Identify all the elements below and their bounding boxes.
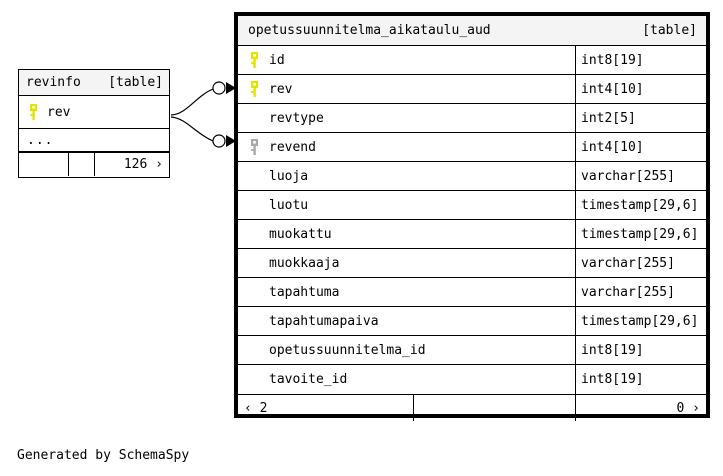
column-cell-name: rev [238,75,575,103]
relationship-endpoint-circle-revend [212,134,226,148]
footer-child-count-revinfo[interactable]: 126 › [94,153,169,176]
column-name-label: revend [269,139,316,155]
key-icon [244,81,264,97]
column-cell-name: tapahtumapaiva [238,307,575,335]
column-cell-type: varchar[255] [575,162,706,190]
more-columns-cell: ... [19,129,169,151]
column-name-label: muokkaaja [269,255,340,271]
footer-child-count-main[interactable]: 0 › [575,395,706,421]
table-footer-main: ‹ 2 0 › [238,394,706,421]
table-row[interactable]: luoja varchar[255] [238,162,706,191]
column-cell-name: revend [238,133,575,161]
column-cell-name: opetussuunnitelma_id [238,336,575,364]
column-cell-type: int4[10] [575,75,706,103]
column-name-label: tavoite_id [269,372,348,387]
column-cell-type: int4[10] [575,133,706,161]
table-name-revinfo: revinfo [26,75,81,90]
key-icon-gray [244,139,264,155]
relationship-line-rev [170,88,214,116]
column-cell-name: luotu [238,191,575,219]
table-row[interactable]: rev [19,96,169,129]
table-tag-main: [table] [642,23,697,38]
table-row[interactable]: id int8[19] [238,46,706,75]
column-cell-type: timestamp[29,6] [575,220,706,248]
table-tag-revinfo: [table] [108,75,163,90]
column-name-label: tapahtuma [269,284,340,300]
table-name-main: opetussuunnitelma_aikataulu_aud [248,23,491,38]
column-cell-name: muokattu [238,220,575,248]
column-name-label: luoja [269,168,309,184]
column-cell-name: rev [19,96,169,128]
column-cell-name: muokkaaja [238,249,575,277]
table-row[interactable]: tapahtumapaiva timestamp[29,6] [238,307,706,336]
key-icon [244,52,264,68]
table-row[interactable]: tapahtuma varchar[255] [238,278,706,307]
column-name-label: revtype [269,110,324,126]
footer-parent-count-main[interactable]: ‹ 2 [244,400,268,416]
table-header-main: opetussuunnitelma_aikataulu_aud [table] [238,16,706,46]
column-cell-name: tavoite_id [238,365,575,394]
table-row[interactable]: muokattu timestamp[29,6] [238,220,706,249]
column-cell-name: tapahtuma [238,278,575,306]
column-cell-type: timestamp[29,6] [575,191,706,219]
column-cell-type: int8[19] [575,46,706,74]
more-columns-row[interactable]: ... [19,129,169,152]
column-name-label: id [269,52,285,68]
column-name-label: rev [269,81,293,97]
generated-by-credit: Generated by SchemaSpy [17,448,190,463]
key-icon [23,104,43,120]
column-cell-type: varchar[255] [575,249,706,277]
table-row[interactable]: muokkaaja varchar[255] [238,249,706,278]
column-name-label: muokattu [269,226,332,242]
column-name-label: tapahtumapaiva [269,313,379,329]
footer-parent-count-revinfo[interactable] [19,153,68,176]
table-row[interactable]: opetussuunnitelma_id int8[19] [238,336,706,365]
table-row[interactable]: rev int4[10] [238,75,706,104]
column-cell-type: timestamp[29,6] [575,307,706,335]
column-cell-type: varchar[255] [575,278,706,306]
column-cell-type: int2[5] [575,104,706,132]
column-cell-type: int8[19] [575,336,706,364]
footer-middle-revinfo [68,153,94,176]
column-name-label: opetussuunnitelma_id [269,342,426,358]
column-name-label: rev [47,104,71,120]
column-cell-name: id [238,46,575,74]
table-footer-revinfo: 126 › [19,152,169,176]
relationship-line-revend [170,116,214,142]
footer-middle-main [413,395,575,421]
table-row[interactable]: revtype int2[5] [238,104,706,133]
table-card-revinfo[interactable]: revinfo [table] rev ... 126 › [18,69,170,178]
ellipsis-label: ... [27,132,54,148]
table-header-revinfo: revinfo [table] [19,70,169,96]
column-cell-name: luoja [238,162,575,190]
table-card-opetussuunnitelma-aikataulu-aud[interactable]: opetussuunnitelma_aikataulu_aud [table] … [234,12,710,421]
column-name-label: luotu [269,197,309,213]
table-row[interactable]: revend int4[10] [238,133,706,162]
column-cell-name: revtype [238,104,575,132]
table-row[interactable]: luotu timestamp[29,6] [238,191,706,220]
column-cell-type: int8[19] [575,365,706,394]
table-row[interactable]: tavoite_id int8[19] [238,365,706,394]
relationship-endpoint-circle-rev [212,81,226,95]
